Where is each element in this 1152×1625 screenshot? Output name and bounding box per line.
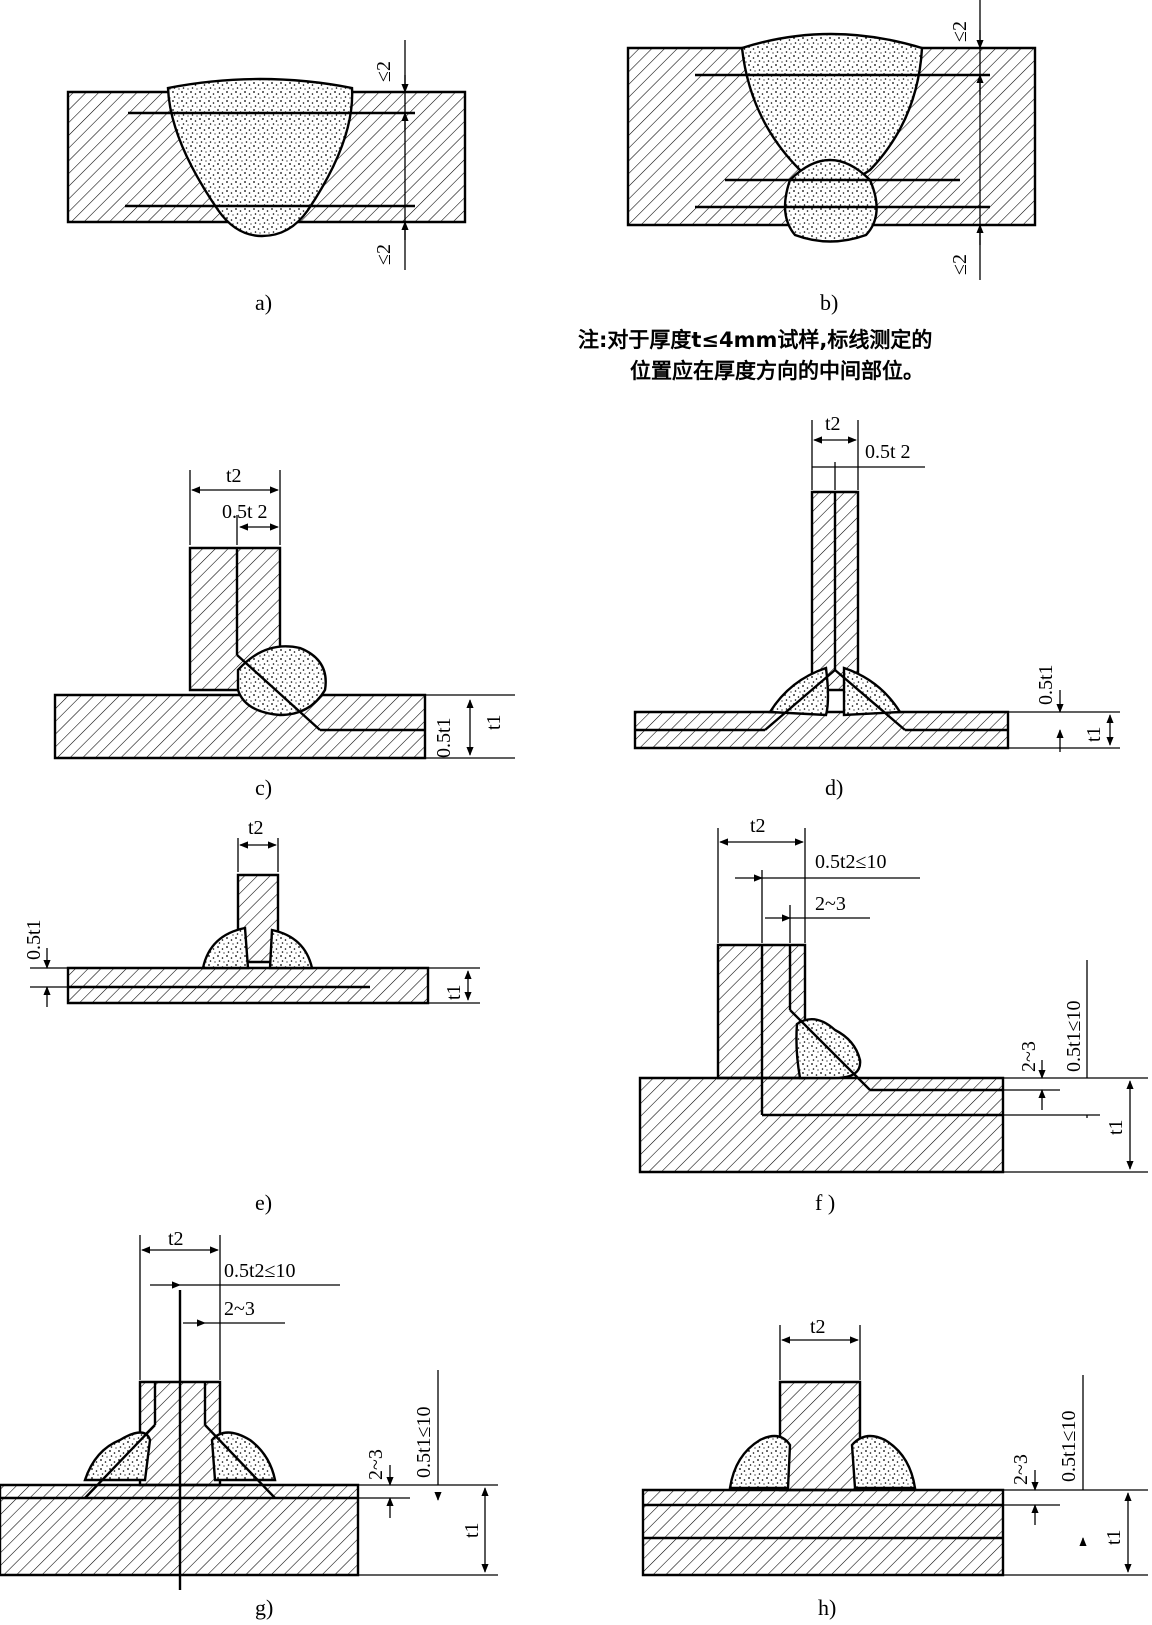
weld-e-left [201,926,250,970]
base-plate-h [641,1488,1005,1577]
panel-e-t1: t1 [443,984,465,1000]
panel-e-caption: e) [255,1190,272,1215]
panel-f-half-t1-limit: 0.5t1≤10 [1063,1000,1085,1072]
panel-h-half-t1-limit: 0.5t1≤10 [1058,1410,1080,1482]
panel-a-top-limit: ≤2 [373,61,395,82]
panel-d: t2 0.5t 2 0.5t1 t1 d) [633,413,1120,800]
panel-e: t2 0.5t1 t1 e) [23,817,480,1215]
base-plate-e [66,966,430,1005]
weld-g-left [83,1431,152,1482]
weld-e-right [268,928,314,970]
panel-f: t2 0.5t2≤10 2~3 2~3 0.5t1≤10 t1 f ) [638,815,1148,1215]
panel-g-offset: 2~3 [224,1298,255,1320]
panel-h: t2 2~3 0.5t1≤10 t1 h) [641,1316,1148,1620]
panel-a: ≤2 ≤2 a) [66,40,467,315]
panel-d-half-t1: 0.5t1 [1035,664,1057,705]
panel-f-t2: t2 [750,815,766,837]
panel-d-t1: t1 [1083,726,1105,742]
panel-h-t2: t2 [810,1316,826,1338]
panel-c-half-t1: 0.5t1 [433,717,455,758]
panel-b-bottom-limit: ≤2 [949,254,971,275]
weld-h-right [850,1434,917,1490]
note-line-2: 位置应在厚度方向的中间部位。 [630,359,924,383]
base-plate-f [638,1076,1005,1174]
web-h [778,1380,862,1492]
panel-g-caption: g) [255,1595,273,1620]
panel-d-caption: d) [825,775,843,800]
weld-d-left [767,666,830,717]
note-line-1: 注:对于厚度t≤4mm试样,标线测定的 [578,328,932,352]
weld-c [236,645,327,717]
panel-g-offset-vertical: 2~3 [365,1449,387,1480]
panel-g-t1: t1 [461,1522,483,1538]
panel-a-caption: a) [255,290,272,315]
panel-b-caption: b) [820,290,838,315]
panel-c-t1: t1 [483,714,505,730]
panel-d-t2: t2 [825,413,841,435]
panel-g-t2: t2 [168,1228,184,1250]
weld-g-right [210,1431,277,1482]
panel-h-t1: t1 [1103,1529,1125,1545]
panel-g: t2 0.5t2≤10 2~3 2~3 0.5t1≤10 t1 g) [0,1228,498,1620]
panel-f-half-t2-limit: 0.5t2≤10 [815,851,887,873]
weld-h-left [728,1434,792,1490]
panel-g-half-t2-limit: 0.5t2≤10 [224,1260,296,1282]
panel-b: ≤2 ≤2 b) [626,0,1037,315]
panel-e-t2: t2 [248,817,264,839]
panel-c-caption: c) [255,775,272,800]
panel-f-offset: 2~3 [815,893,846,915]
panel-e-half-t1: 0.5t1 [23,919,45,960]
weld-d-right [842,666,903,717]
weld-b-top [740,32,924,184]
base-plate-c [53,693,427,760]
panel-g-half-t1-limit: 0.5t1≤10 [413,1406,435,1478]
panel-b-top-limit: ≤2 [949,21,971,42]
panel-f-caption: f ) [815,1190,835,1215]
panel-c-half-t2: 0.5t 2 [222,501,268,523]
weld-a [166,77,354,238]
panel-c: t2 0.5t 2 0.5t1 t1 c) [53,465,515,800]
panel-d-half-t2: 0.5t 2 [865,441,911,463]
panel-f-t1: t1 [1105,1119,1127,1135]
panel-c-t2: t2 [226,465,242,487]
panel-f-offset-vertical: 2~3 [1018,1041,1040,1072]
panel-a-bottom-limit: ≤2 [373,244,395,265]
panel-h-caption: h) [818,1595,836,1620]
panel-h-offset-vertical: 2~3 [1010,1454,1032,1485]
weld-b-root [783,158,878,243]
